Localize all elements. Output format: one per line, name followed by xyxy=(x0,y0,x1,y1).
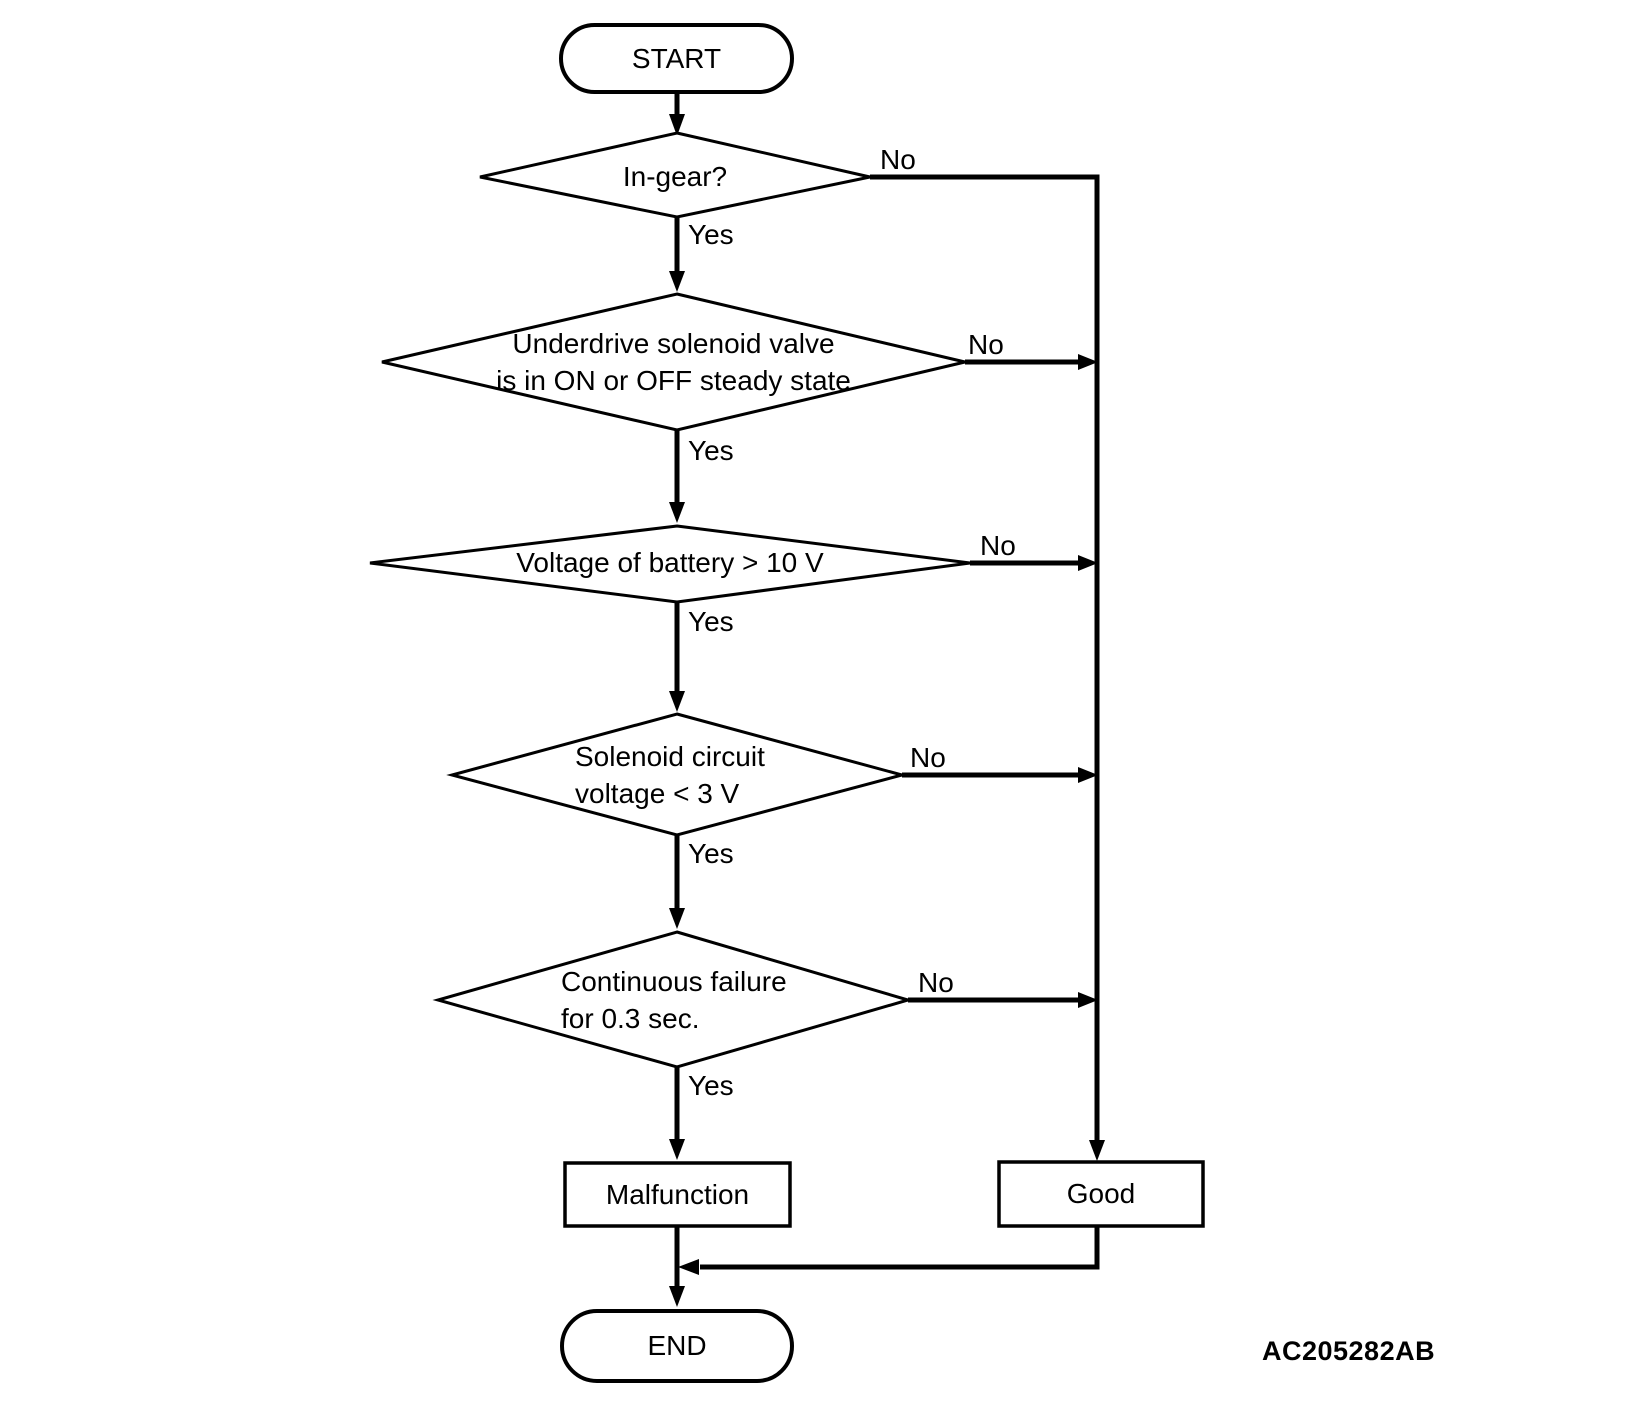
decision-3-label: Voltage of battery > 10 V xyxy=(516,547,824,578)
decision-2-label: Underdrive solenoid valve is in ON or OF… xyxy=(382,325,965,399)
arrowhead-no-5 xyxy=(1078,992,1098,1008)
no-label-4: No xyxy=(910,742,946,773)
no-label-1: No xyxy=(880,144,916,175)
no-label-3: No xyxy=(980,530,1016,561)
decision-1-label: In-gear? xyxy=(622,161,728,192)
decision-5-line-2: for 0.3 sec. xyxy=(561,1003,700,1034)
decision-4-line-1: Solenoid circuit xyxy=(575,741,765,772)
malfunction-shape xyxy=(563,1161,792,1228)
decision-5-label: Continuous failure for 0.3 sec. xyxy=(561,963,787,1037)
arrowhead-yes-4 xyxy=(669,908,685,929)
arrowhead-start xyxy=(669,114,685,136)
decision-3-shape xyxy=(369,524,971,604)
arrowhead-yes-3 xyxy=(669,691,685,712)
good-node-label: Good xyxy=(1066,1178,1136,1209)
arrowhead-no-2 xyxy=(1078,354,1098,370)
malfunction-node-label: Malfunction xyxy=(605,1178,750,1210)
arrowhead-no-4 xyxy=(1078,767,1098,783)
decision-2-line-2: is in ON or OFF steady state xyxy=(496,365,851,396)
arrowhead-yes-1 xyxy=(669,271,685,292)
decision-2-line-1: Underdrive solenoid valve xyxy=(512,328,835,359)
yes-label-5: Yes xyxy=(688,1070,734,1101)
decision-5-shape xyxy=(432,930,914,1069)
line-good-merge xyxy=(700,1226,1100,1270)
end-shape xyxy=(560,1309,794,1383)
yes-label-2: Yes xyxy=(688,435,734,466)
good-shape xyxy=(997,1160,1205,1228)
arrowhead-merge xyxy=(678,1259,699,1275)
yes-label-3: Yes xyxy=(688,606,734,637)
start-node-label: START xyxy=(631,42,722,74)
yes-label-4: Yes xyxy=(688,838,734,869)
decision-4-label: Solenoid circuit voltage < 3 V xyxy=(575,738,765,812)
arrowhead-into-end xyxy=(669,1286,685,1307)
figure-code: AC205282AB xyxy=(1262,1336,1436,1366)
arrowhead-yes-2 xyxy=(669,502,685,523)
no-label-5: No xyxy=(918,967,954,998)
arrowhead-into-malfunction xyxy=(669,1139,685,1160)
no-rail-line xyxy=(870,174,1100,1141)
end-node-label: END xyxy=(647,1330,707,1361)
decision-2-shape xyxy=(381,292,966,432)
start-shape xyxy=(559,23,794,94)
arrowhead-no-3 xyxy=(1078,555,1098,571)
decision-4-shape xyxy=(446,712,908,837)
decision-5-line-1: Continuous failure xyxy=(561,966,787,997)
arrowhead-into-good xyxy=(1089,1140,1105,1161)
no-label-2: No xyxy=(968,329,1004,360)
decision-1-shape xyxy=(479,131,871,219)
yes-label-1: Yes xyxy=(688,219,734,250)
decision-4-line-2: voltage < 3 V xyxy=(575,778,740,809)
